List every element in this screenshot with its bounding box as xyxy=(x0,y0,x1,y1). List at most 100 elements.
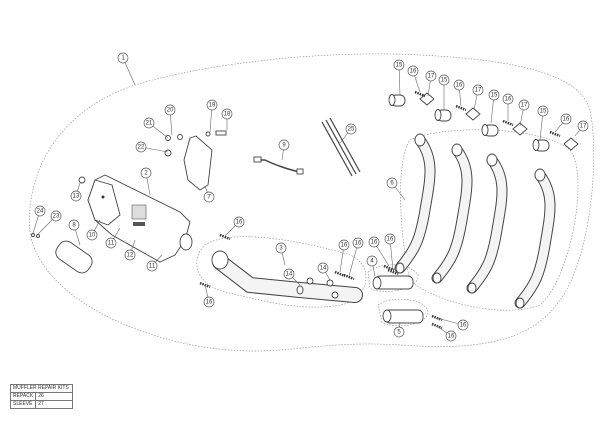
callout-13: 13 xyxy=(70,190,82,202)
callout-number: 18 xyxy=(224,111,231,117)
callout-number: 16 xyxy=(236,219,243,225)
callout-8: 8 xyxy=(68,219,80,231)
callout-15: 15 xyxy=(438,74,450,86)
callout-16: 16 xyxy=(502,93,514,105)
callout-22: 22 xyxy=(135,141,147,153)
callout-15: 15 xyxy=(393,59,405,71)
callout-number: 11 xyxy=(108,240,115,246)
callout-7: 7 xyxy=(203,191,215,203)
callout-number: 15 xyxy=(396,62,403,68)
link-pipe xyxy=(211,250,363,303)
callout-19: 19 xyxy=(206,99,218,111)
header-boundary xyxy=(400,129,579,311)
callout-number: 9 xyxy=(282,142,286,148)
callout-number: 6 xyxy=(390,180,394,186)
leader-line xyxy=(348,242,359,277)
callout-number: 3 xyxy=(279,245,283,251)
header-gaskets xyxy=(388,92,579,152)
callout-number: 13 xyxy=(73,193,80,199)
callout-number: 17 xyxy=(428,73,435,79)
connector-pipes xyxy=(372,275,424,324)
kit-part: 27 xyxy=(35,400,74,409)
callout-number: 17 xyxy=(475,87,482,93)
callout-number: 19 xyxy=(209,102,216,108)
callout-number: 10 xyxy=(89,232,96,238)
callout-number: 1 xyxy=(121,55,125,61)
muffler-bracket xyxy=(183,135,213,191)
callout-16: 16 xyxy=(445,330,457,342)
callout-number: 16 xyxy=(456,82,463,88)
callout-16: 16 xyxy=(338,239,350,251)
callout-11: 11 xyxy=(146,260,158,272)
callout-number: 17 xyxy=(521,102,528,108)
callout-21: 21 xyxy=(143,117,155,129)
callout-17: 17 xyxy=(425,70,437,82)
kit-label: SLEEVE xyxy=(9,400,37,409)
callout-12: 12 xyxy=(124,249,136,261)
callout-23: 23 xyxy=(50,210,62,222)
callout-20: 20 xyxy=(164,104,176,116)
callout-number: 16 xyxy=(371,239,378,245)
callout-number: 14 xyxy=(320,265,327,271)
callout-5: 5 xyxy=(393,326,405,338)
callout-16: 16 xyxy=(203,296,215,308)
callout-14: 14 xyxy=(283,268,295,280)
springs xyxy=(199,90,561,330)
callout-9: 9 xyxy=(278,139,290,151)
callout-number: 16 xyxy=(410,68,417,74)
callout-1: 1 xyxy=(117,52,129,64)
callout-number: 15 xyxy=(441,77,448,83)
callout-number: 16 xyxy=(341,242,348,248)
callout-number: 12 xyxy=(127,252,134,258)
callout-4: 4 xyxy=(366,255,378,267)
callout-number: 24 xyxy=(37,208,44,214)
kit-part: 26 xyxy=(35,392,74,401)
callout-number: 25 xyxy=(348,126,355,132)
callout-16: 16 xyxy=(457,319,469,331)
callout-2: 2 xyxy=(140,167,152,179)
callout-6: 6 xyxy=(386,177,398,189)
kits-header: MUFFLER REPAIR KITS xyxy=(9,384,74,393)
callout-16: 16 xyxy=(233,216,245,228)
complete-system-boundary xyxy=(29,53,595,352)
callout-11: 11 xyxy=(105,237,117,249)
callout-number: 15 xyxy=(540,108,547,114)
callout-number: 16 xyxy=(448,333,455,339)
callout-number: 2 xyxy=(144,170,148,176)
callout-number: 4 xyxy=(370,258,374,264)
callout-17: 17 xyxy=(577,120,589,132)
callout-number: 16 xyxy=(460,322,467,328)
callout-16: 16 xyxy=(368,236,380,248)
hardware xyxy=(31,130,227,238)
callout-24: 24 xyxy=(34,205,46,217)
callout-number: 17 xyxy=(580,123,587,129)
callout-16: 16 xyxy=(453,79,465,91)
callout-10: 10 xyxy=(86,229,98,241)
callout-number: 16 xyxy=(355,240,362,246)
callout-number: 11 xyxy=(149,263,156,269)
callout-16: 16 xyxy=(560,113,572,125)
straps xyxy=(321,117,361,177)
callout-16: 16 xyxy=(352,237,364,249)
callout-16: 16 xyxy=(407,65,419,77)
callout-number: 20 xyxy=(167,107,174,113)
header-pipes xyxy=(394,133,556,309)
callout-number: 21 xyxy=(146,120,153,126)
callout-number: 8 xyxy=(72,222,76,228)
callout-number: 7 xyxy=(207,194,211,200)
callout-number: 23 xyxy=(53,213,60,219)
callout-17: 17 xyxy=(518,99,530,111)
sensor-cable xyxy=(258,159,301,173)
callout-number: 16 xyxy=(206,299,213,305)
callout-15: 15 xyxy=(488,89,500,101)
callout-14: 14 xyxy=(317,262,329,274)
callout-15: 15 xyxy=(537,105,549,117)
callout-number: 16 xyxy=(505,96,512,102)
callout-16: 16 xyxy=(384,233,396,245)
callout-number: 16 xyxy=(563,116,570,122)
callout-18: 18 xyxy=(221,108,233,120)
